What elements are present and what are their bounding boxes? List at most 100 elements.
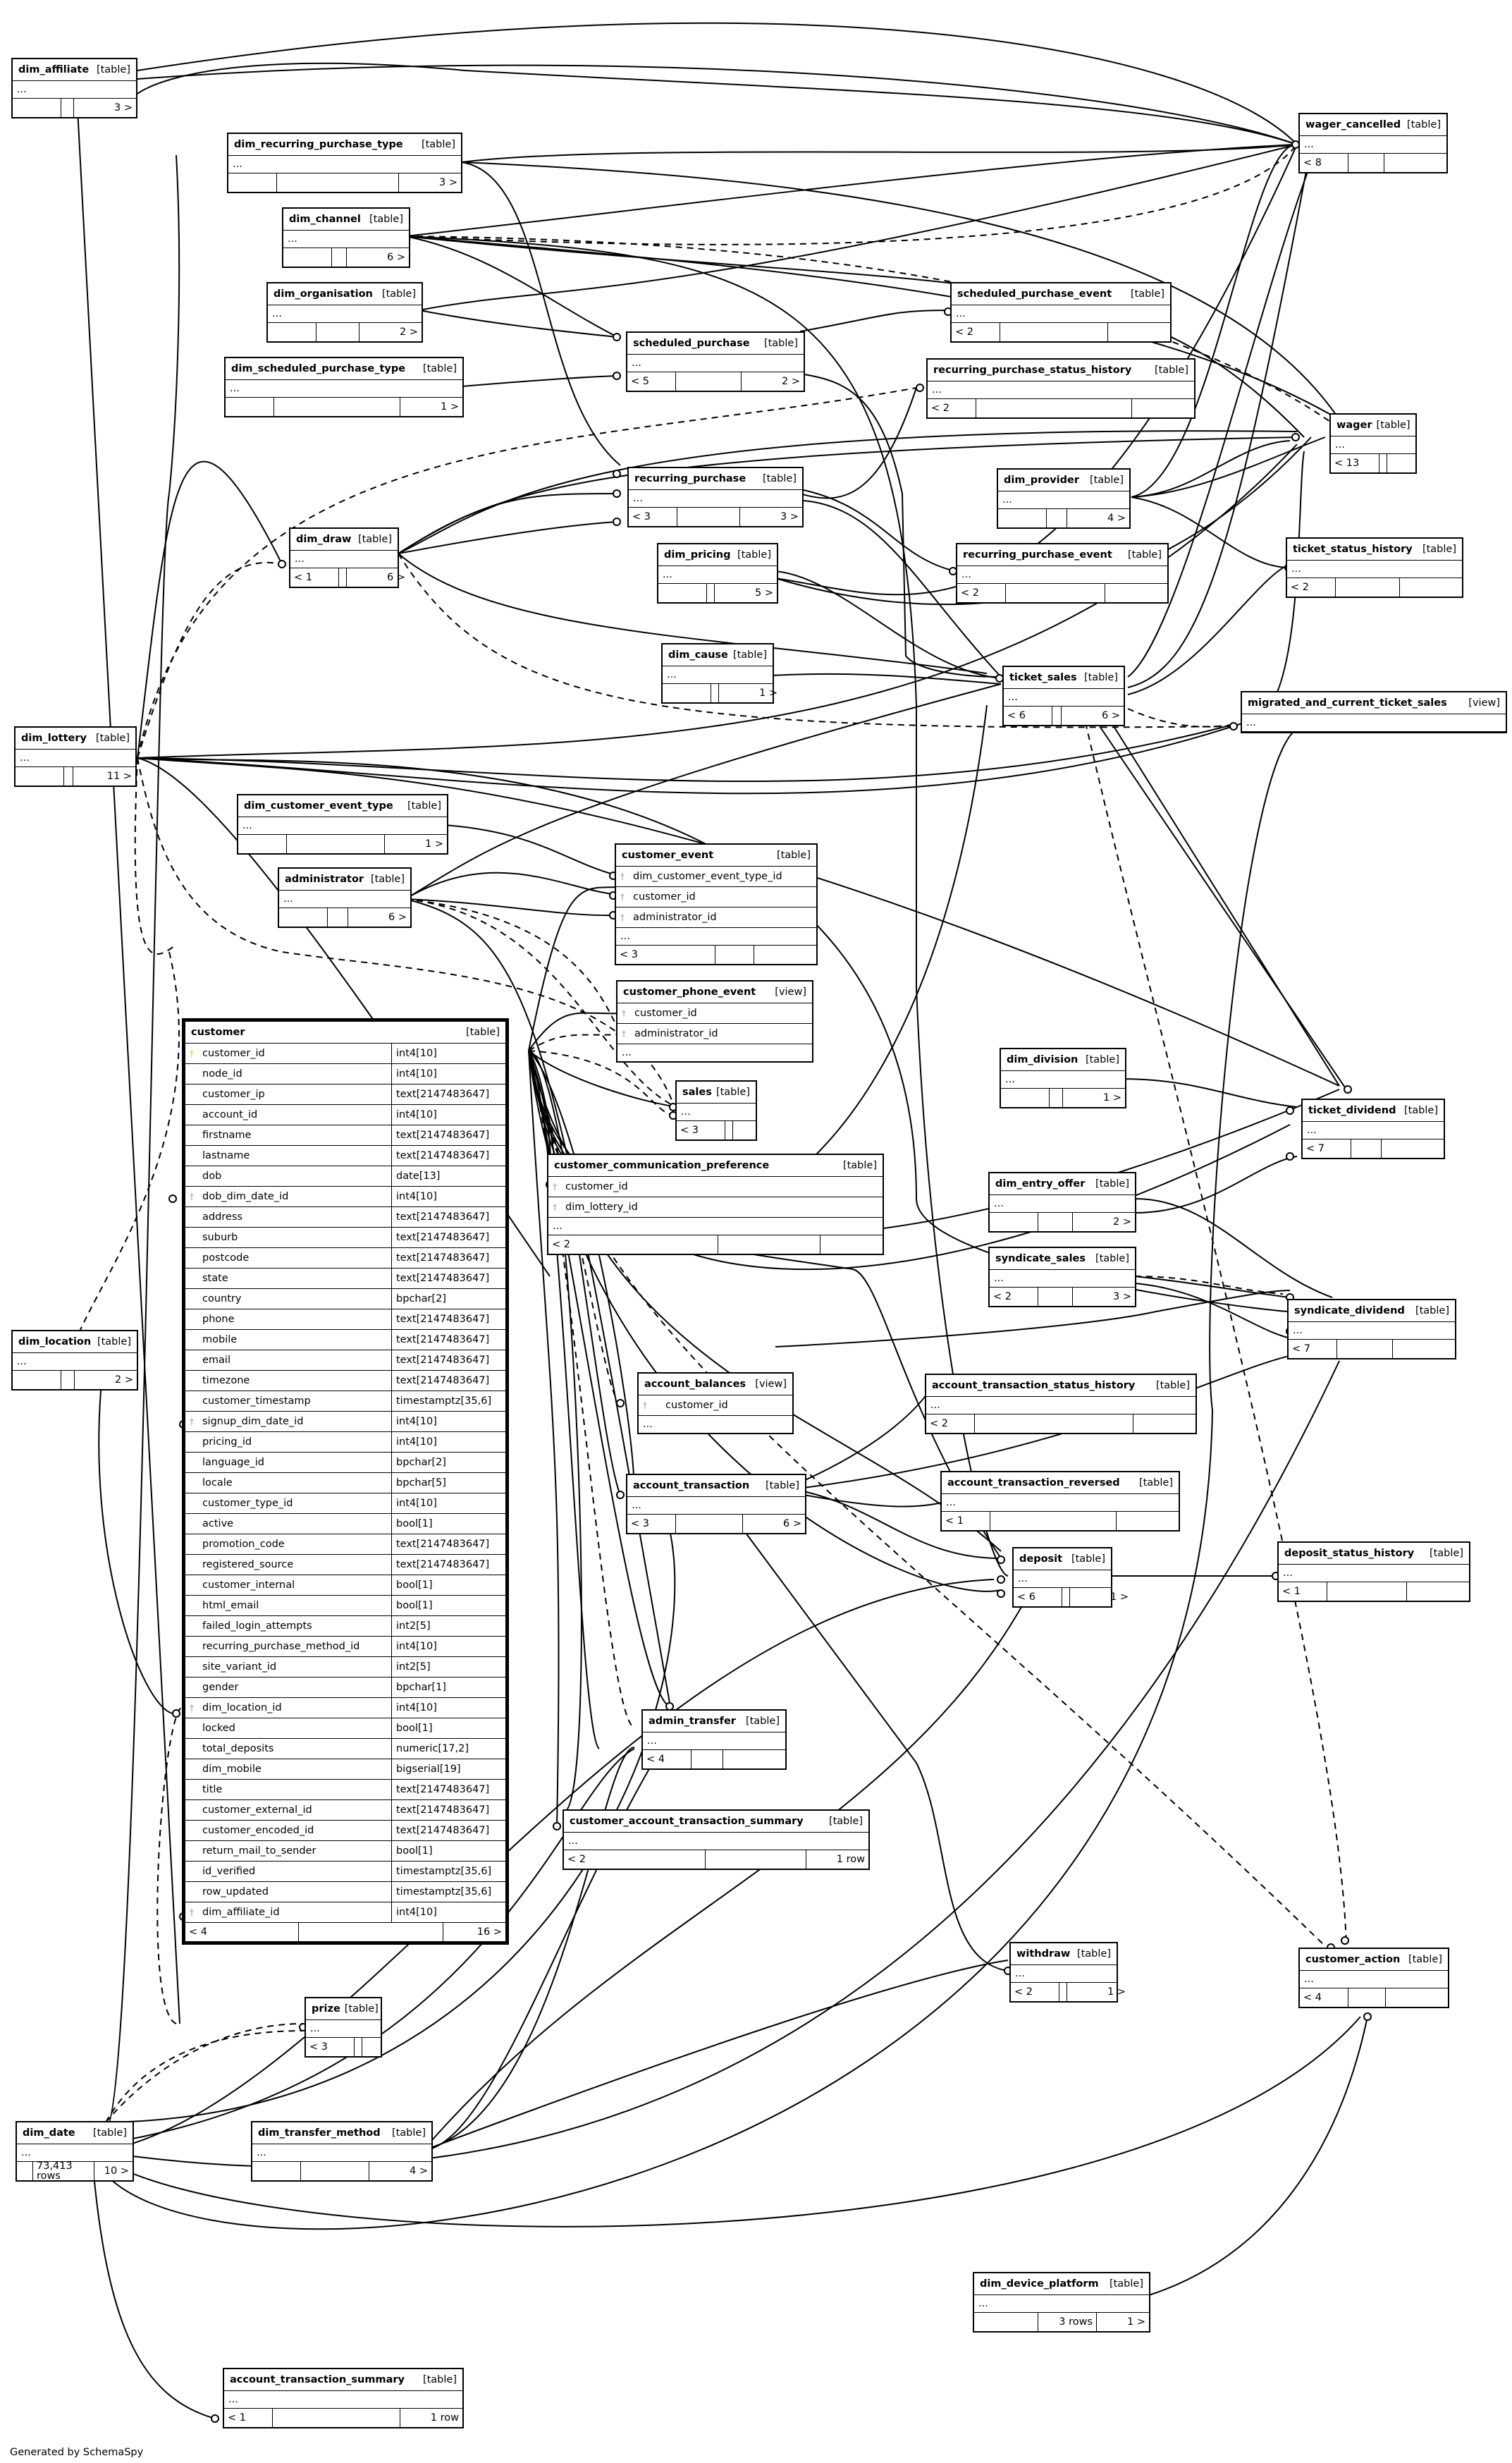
table-foot-left <box>16 767 64 786</box>
table-foot-right: 1 > <box>759 687 777 699</box>
table-type: [table] <box>1406 118 1441 130</box>
table-syndicate-dividend[interactable]: syndicate_dividend[table] ... < 7 <box>1287 1299 1456 1359</box>
table-deposit-status-history[interactable]: deposit_status_history[table] ... < 1 <box>1277 1541 1470 1602</box>
column-type: text[2147483647] <box>396 1538 490 1550</box>
column-name: suburb <box>185 1228 392 1247</box>
table-ticket-dividend[interactable]: ticket_dividend[table] ... < 7 <box>1301 1099 1445 1159</box>
table-sales[interactable]: sales[table] ... < 3 <box>675 1080 757 1141</box>
table-type: [table] <box>344 2003 379 2015</box>
table-dim-customer-event-type[interactable]: dim_customer_event_type[table] ... 1 > <box>237 794 448 855</box>
table-type: [table] <box>732 649 767 661</box>
table-foot-left: < 2 <box>990 1288 1038 1306</box>
table-wager-cancelled[interactable]: wager_cancelled[table] ... < 8 <box>1298 113 1448 173</box>
table-dim-cause[interactable]: dim_cause[table] ... 1 > <box>661 643 777 704</box>
table-foot-right: 1 > <box>441 401 459 412</box>
table-recurring-purchase-event[interactable]: recurring_purchase_event[table] ... < 2 <box>956 543 1169 604</box>
table-type: [table] <box>1422 543 1456 555</box>
table-ellipsis: ... <box>622 1046 632 1058</box>
view-customer-phone-event[interactable]: customer_phone_event[view] †customer_id … <box>616 980 813 1063</box>
table-type: [table] <box>97 1336 131 1347</box>
table-recurring-purchase-status-history[interactable]: recurring_purchase_status_history[table]… <box>926 358 1196 419</box>
table-dim-location[interactable]: dim_location[table] ... 2 > <box>11 1330 138 1391</box>
column-name: dob <box>185 1166 392 1186</box>
view-account-balances[interactable]: account_balances[view] †customer_id ... <box>637 1372 794 1434</box>
table-wager[interactable]: wager[table] ... < 13 <box>1329 413 1417 474</box>
table-foot-right: 2 > <box>400 326 418 338</box>
table-name: scheduled_purchase <box>633 337 750 349</box>
table-foot-mid <box>1351 1139 1382 1158</box>
table-foot-right <box>1400 578 1462 597</box>
table-foot-mid <box>718 1235 820 1254</box>
table-dim-transfer-method[interactable]: dim_transfer_method[table] ... 4 > <box>251 2121 433 2182</box>
column-name: lastname <box>185 1146 392 1166</box>
table-foot-right: 16 > <box>477 1926 502 1938</box>
table-dim-channel[interactable]: dim_channel[table] ... 6 > <box>282 207 410 268</box>
table-dim-organisation[interactable]: dim_organisation[table] ... 2 > <box>266 282 423 343</box>
table-dim-recurring-purchase-type[interactable]: dim_recurring_purchase_type[table] ... 3… <box>227 133 462 193</box>
table-customer-account-transaction-summary[interactable]: customer_account_transaction_summary[tab… <box>563 1809 870 1870</box>
table-name: dim_channel <box>289 213 361 225</box>
table-dim-division[interactable]: dim_division[table] ... 1 > <box>1000 1048 1126 1108</box>
table-foot-left <box>283 248 332 267</box>
table-account-transaction-status-history[interactable]: account_transaction_status_history[table… <box>925 1374 1197 1434</box>
table-dim-scheduled-purchase-type[interactable]: dim_scheduled_purchase_type[table] ... 1… <box>224 357 464 417</box>
table-foot-mid <box>328 908 348 927</box>
table-account-transaction-summary[interactable]: account_transaction_summary[table] ... <… <box>223 2368 464 2428</box>
table-ticket-status-history[interactable]: ticket_status_history[table] ... < 2 <box>1286 537 1463 598</box>
table-name: account_balances <box>644 1378 746 1390</box>
table-ellipsis: ... <box>564 1833 868 1850</box>
table-dim-pricing[interactable]: dim_pricing[table] ... 5 > <box>657 543 778 604</box>
table-foot-mid <box>1050 1089 1063 1107</box>
table-ellipsis: ... <box>13 81 136 99</box>
table-administrator[interactable]: administrator[table] ... 6 > <box>278 867 412 928</box>
table-customer-event[interactable]: customer_event[table] †dim_customer_even… <box>615 843 818 965</box>
column-type: text[2147483647] <box>396 1252 490 1264</box>
foreign-key-icon: † <box>620 912 625 922</box>
table-type: [table] <box>422 2373 457 2385</box>
table-foot-right <box>1132 399 1194 417</box>
table-account-transaction-reversed[interactable]: account_transaction_reversed[table] ... … <box>940 1471 1180 1532</box>
view-migrated-and-current-ticket-sales[interactable]: migrated_and_current_ticket_sales[view] … <box>1241 691 1507 733</box>
table-foot-mid <box>707 584 715 602</box>
table-customer-communication-preference[interactable]: customer_communication_preference[table]… <box>547 1154 884 1255</box>
table-type: [table] <box>465 1026 500 1038</box>
table-dim-entry-offer[interactable]: dim_entry_offer[table] ... 2 > <box>988 1172 1136 1233</box>
table-foot-mid <box>1038 1288 1073 1306</box>
table-foot-mid <box>287 835 385 853</box>
table-dim-lottery[interactable]: dim_lottery[table] ... 11 > <box>14 726 137 787</box>
table-dim-affiliate[interactable]: dim_affiliate[table] ... 3 > <box>11 58 137 118</box>
table-scheduled-purchase-event[interactable]: scheduled_purchase_event[table] ... < 2 <box>950 282 1172 343</box>
table-foot-right: 6 > <box>1102 709 1120 721</box>
table-prize[interactable]: prize[table] ... < 3 <box>305 1997 382 2058</box>
table-ellipsis: ... <box>268 305 422 323</box>
column-type: bool[1] <box>396 1517 433 1529</box>
table-admin-transfer[interactable]: admin_transfer[table] ... < 4 <box>641 1709 787 1770</box>
table-foot-mid <box>1038 1213 1073 1231</box>
column-type: text[2147483647] <box>396 1211 490 1223</box>
table-customer-action[interactable]: customer_action[table] ... < 4 <box>1298 1948 1449 2008</box>
table-type: [table] <box>715 1086 750 1098</box>
table-foot-mid <box>975 1414 1133 1433</box>
table-foot-left: < 5 <box>627 372 676 391</box>
table-dim-provider[interactable]: dim_provider[table] ... 4 > <box>997 468 1131 529</box>
